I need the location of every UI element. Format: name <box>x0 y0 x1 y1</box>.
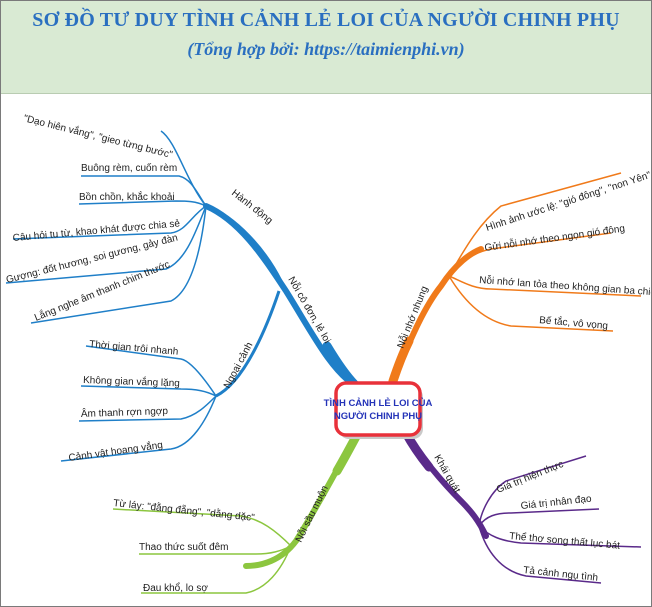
leaf-line-khai-quat-0 <box>478 455 587 527</box>
leaf-line-ngoai-canh-1 <box>80 385 217 397</box>
subbranch-hanh-dong <box>205 204 283 282</box>
page-title: SƠ ĐỒ TƯ DUY TÌNH CẢNH LẺ LOI CỦA NGƯỜI … <box>32 9 620 31</box>
leaf-line-hanh-dong-4 <box>5 205 207 284</box>
leaf-ngoai-canh-0: Thời gian trôi nhanh <box>89 339 179 358</box>
subbranch-label-hanh-dong: Hành động <box>229 188 274 227</box>
center-node-line1: TÌNH CẢNH LẺ LOI CỦA <box>324 397 433 409</box>
leaf-line-ngoai-canh-2 <box>78 395 217 422</box>
subbranch-ngoai-canh <box>215 290 281 398</box>
center-node-line2: NGƯỜI CHINH PHỤ <box>334 410 422 422</box>
branch-noi-sau-muon <box>243 428 362 569</box>
branch-noi-nho-nhung <box>390 246 484 384</box>
leaf-khai-quat-3: Tả cảnh ngụ tình <box>523 565 599 584</box>
leaf-line-sau-muon-1 <box>139 545 292 555</box>
leaf-line-ngoai-canh-0 <box>85 345 217 397</box>
leaf-line-sau-muon-2 <box>141 545 292 594</box>
leaf-khai-quat-2: Thể thơ song thất lục bát <box>509 530 621 552</box>
leaf-line-khai-quat-2 <box>478 525 642 548</box>
leaf-line-ngoai-canh-3 <box>60 395 217 462</box>
leaf-line-sau-muon-0 <box>112 508 292 547</box>
leaf-hanh-dong-0: "Dạo hiên vắng", "gieo từng bước" <box>22 111 174 161</box>
branch-noi-co-don <box>203 203 359 389</box>
branch-noi-nho-nhung-thick <box>388 336 414 386</box>
leaf-khai-quat-0: Giá trị hiện thực <box>495 459 565 496</box>
header-banner: SƠ ĐỒ TƯ DUY TÌNH CẢNH LẺ LOI CỦA NGƯỜI … <box>1 1 651 94</box>
leaf-line-khai-quat-3 <box>478 525 602 584</box>
leaf-line-nho-nhung-2 <box>448 275 642 297</box>
branch-label-noi-sau-muon: Nỗi sầu muộn <box>292 483 331 544</box>
leaf-ngoai-canh-1: Không gian vắng lặng <box>83 373 180 389</box>
leaf-hanh-dong-2: Bồn chồn, khắc khoải <box>79 190 175 203</box>
leaf-hanh-dong-1: Buông rèm, cuốn rèm <box>81 162 177 174</box>
leaf-sau-muon-0: Từ láy: "đằng đẵng", "dằng dặc" <box>113 496 256 524</box>
leaf-nho-nhung-2: Nỗi nhớ lan tỏa theo không gian ba chiều <box>479 273 651 299</box>
leaf-sau-muon-2: Đau khổ, lo sợ <box>143 582 208 594</box>
leaf-sau-muon-1: Thao thức suốt đêm <box>139 541 229 553</box>
leaf-line-hanh-dong-3 <box>12 205 207 240</box>
leaf-line-nho-nhung-3 <box>448 275 614 332</box>
leaf-line-hanh-dong-5 <box>30 205 207 324</box>
leaf-ngoai-canh-2: Âm thanh rợn ngợp <box>81 404 169 420</box>
leaf-nho-nhung-0: Hình ảnh ước lệ: "gió đông", "non Yên" <box>485 170 651 234</box>
leaf-line-nho-nhung-0 <box>448 172 622 277</box>
page-subtitle: (Tổng hợp bởi: https://taimienphi.vn) <box>187 39 465 59</box>
leaf-line-hanh-dong-1 <box>81 175 207 207</box>
leaf-ngoai-canh-3: Cảnh vật hoang vắng <box>68 438 164 464</box>
center-node <box>334 381 422 437</box>
leaf-line-khai-quat-1 <box>478 508 600 527</box>
leaf-line-nho-nhung-1 <box>448 232 612 277</box>
leaf-line-hanh-dong-2 <box>78 200 207 207</box>
subbranch-label-ngoai-canh: Ngoại cảnh <box>222 341 255 391</box>
